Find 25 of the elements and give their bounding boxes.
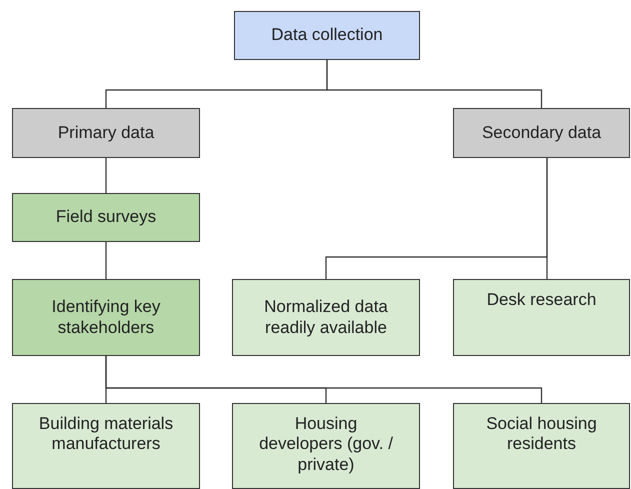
box-label: Primary data — [56, 122, 156, 144]
box-label: Housing developers (gov. / private) — [258, 414, 394, 476]
box-label: Identifying key stakeholders — [50, 297, 162, 338]
source-box — [453, 403, 630, 489]
box-label: Desk research — [486, 290, 598, 310]
connector-line — [105, 356, 542, 403]
connector-line — [546, 158, 548, 279]
category-box — [12, 108, 200, 158]
box-label: Data collection — [270, 25, 384, 46]
source-box — [232, 279, 420, 356]
connector-line — [105, 158, 107, 193]
method-box — [12, 279, 200, 356]
box-label: Field surveys — [54, 207, 158, 228]
source-box — [453, 279, 630, 356]
box-label: Secondary data — [480, 122, 602, 144]
source-box — [232, 403, 420, 489]
connector-line — [105, 242, 107, 279]
box-label: Building materials manufacturers — [38, 414, 174, 455]
source-box — [12, 403, 200, 489]
method-box — [12, 193, 200, 242]
box-label: Normalized data readily available — [263, 297, 389, 338]
connector-line — [326, 60, 542, 108]
root-box — [234, 11, 420, 60]
category-box — [453, 108, 630, 158]
box-label: Social housing residents — [485, 414, 598, 455]
